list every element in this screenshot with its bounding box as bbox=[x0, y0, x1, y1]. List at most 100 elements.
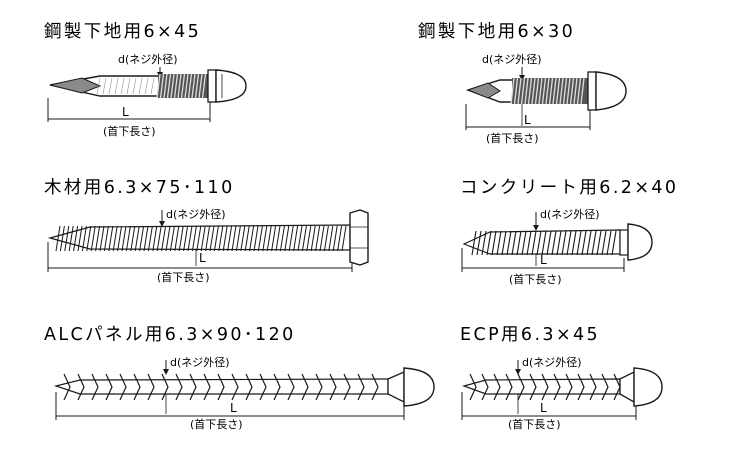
thread-line bbox=[301, 225, 307, 252]
thread-fin bbox=[505, 373, 513, 401]
thread-line bbox=[99, 225, 105, 252]
thread-line bbox=[566, 77, 571, 105]
thread-line bbox=[183, 225, 189, 252]
thread-line bbox=[521, 230, 527, 256]
thread-line bbox=[548, 77, 554, 105]
thread-fin bbox=[481, 373, 489, 401]
thread-pattern bbox=[469, 373, 621, 401]
screw-ecp-6-3x45: ECP用6.3×45 d(ネジ外径) L (首下長さ) bbox=[460, 325, 663, 431]
thread-line bbox=[102, 77, 107, 95]
thread-fin bbox=[273, 373, 281, 401]
thread-line bbox=[262, 225, 268, 252]
length-letter: L bbox=[230, 401, 237, 415]
thread-line bbox=[218, 225, 224, 252]
thread-line bbox=[103, 225, 109, 252]
thread-line bbox=[476, 230, 482, 256]
diameter-label: d(ネジ外径) bbox=[540, 208, 600, 221]
thread-line bbox=[130, 225, 136, 252]
thread-line bbox=[222, 225, 228, 252]
thread-fin bbox=[231, 373, 239, 401]
thread-line bbox=[134, 225, 140, 252]
thread-line bbox=[108, 77, 113, 95]
thread-line bbox=[275, 225, 281, 252]
thread-line bbox=[152, 225, 158, 252]
thread-fin bbox=[589, 373, 597, 401]
thread-line bbox=[541, 77, 547, 105]
thread-line bbox=[601, 230, 607, 256]
thread-line bbox=[209, 225, 215, 252]
thread-line bbox=[534, 77, 540, 105]
thread-line bbox=[240, 225, 246, 252]
thread-fin bbox=[161, 373, 169, 401]
thread-fin bbox=[91, 373, 99, 401]
thread-line bbox=[506, 230, 512, 256]
thread-line bbox=[231, 225, 237, 252]
thread-line bbox=[173, 73, 179, 99]
thread-line bbox=[170, 73, 175, 99]
length-caption: (首下長さ) bbox=[508, 417, 561, 431]
thread-pattern bbox=[96, 73, 207, 99]
thread-fin bbox=[469, 373, 477, 401]
thread-line bbox=[257, 225, 263, 252]
thread-line bbox=[279, 225, 285, 252]
thread-line bbox=[516, 230, 522, 256]
thread-fin bbox=[517, 373, 525, 401]
thread-line bbox=[121, 225, 127, 252]
thread-line bbox=[536, 230, 542, 256]
thread-line bbox=[77, 225, 83, 252]
length-letter: L bbox=[199, 251, 206, 265]
thread-line bbox=[606, 230, 612, 256]
thread-line bbox=[527, 77, 533, 105]
thread-line bbox=[271, 225, 277, 252]
thread-line bbox=[341, 225, 347, 252]
thread-line bbox=[591, 230, 597, 256]
thread-line bbox=[191, 225, 197, 252]
thread-line bbox=[310, 225, 316, 252]
thread-pattern bbox=[55, 225, 347, 252]
thread-line bbox=[571, 230, 577, 256]
thread-fin bbox=[287, 373, 295, 401]
thread-line bbox=[132, 77, 137, 95]
thread-line bbox=[541, 230, 547, 256]
screw-wood-6-3x75-110: 木材用6.3×75･110 d(ネジ外径) L (首下長さ) bbox=[44, 178, 369, 284]
thread-fin bbox=[301, 373, 309, 401]
thread-line bbox=[150, 77, 155, 95]
thread-line bbox=[566, 230, 572, 256]
screw-title: コンクリート用6.2×40 bbox=[460, 178, 678, 198]
screw-steel-6x30: 鋼製下地用6×30 d(ネジ外径) L (首下長さ) bbox=[418, 22, 627, 145]
thread-line bbox=[194, 73, 200, 99]
thread-line bbox=[249, 225, 255, 252]
thread-line bbox=[120, 77, 125, 95]
thread-line bbox=[531, 230, 537, 256]
thread-line bbox=[166, 73, 172, 99]
thread-fin bbox=[315, 373, 323, 401]
thread-line bbox=[95, 225, 101, 252]
thread-line bbox=[581, 230, 587, 256]
thread-line bbox=[196, 225, 202, 252]
screw-title: ECP用6.3×45 bbox=[460, 325, 600, 345]
washer bbox=[207, 69, 217, 103]
thread-line bbox=[138, 77, 143, 95]
thread-line bbox=[546, 230, 552, 256]
thread-line bbox=[611, 230, 617, 256]
thread-line bbox=[323, 225, 329, 252]
thread-line bbox=[112, 225, 118, 252]
screw-concrete-6-2x40: コンクリート用6.2×40 d(ネジ外径) L (首下長さ) bbox=[460, 178, 678, 286]
diameter-label: d(ネジ外径) bbox=[170, 356, 230, 369]
neck bbox=[619, 229, 629, 256]
thread-line bbox=[165, 225, 171, 252]
thread-line bbox=[114, 77, 119, 95]
thread-line bbox=[174, 225, 180, 252]
thread-line bbox=[293, 225, 299, 252]
thread-line bbox=[55, 225, 61, 252]
screw-alc-6-3x90-120: ALCパネル用6.3×90･120 d(ネジ外径) L (首下長さ) bbox=[44, 325, 435, 431]
screw-head bbox=[627, 223, 653, 261]
screw-title: 鋼製下地用6×30 bbox=[418, 22, 575, 42]
thread-line bbox=[244, 225, 250, 252]
thread-fin bbox=[357, 373, 365, 401]
thread-fin bbox=[189, 373, 197, 401]
screw-head bbox=[215, 69, 247, 103]
diameter-label: d(ネジ外径) bbox=[482, 53, 542, 66]
thread-line bbox=[524, 77, 529, 105]
